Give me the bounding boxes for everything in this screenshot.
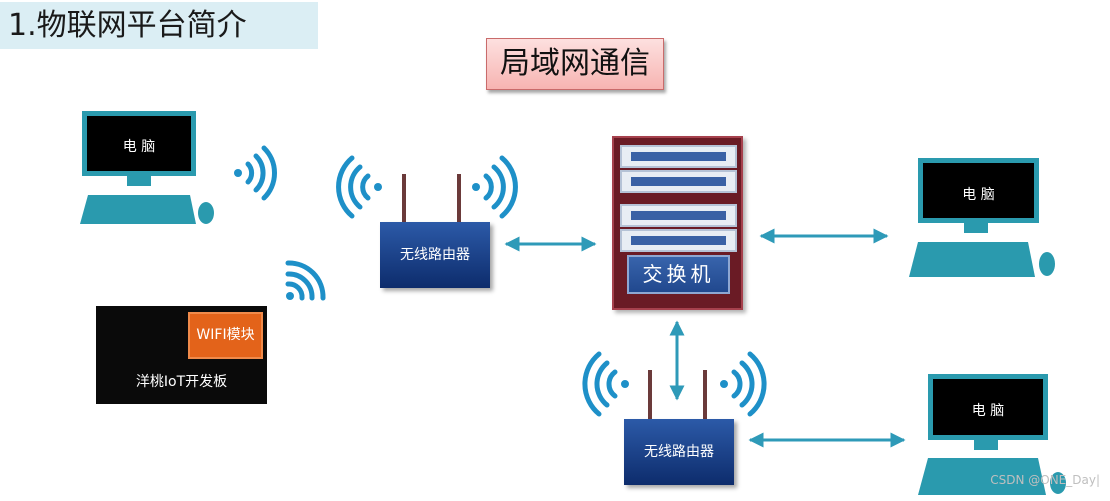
wifi-signal-icon-router-left-r xyxy=(472,155,518,219)
rack-slot-4 xyxy=(620,229,737,252)
wifi-signal-icon-router-bottom-r xyxy=(720,351,767,417)
wifi-module: WIFI模块 xyxy=(188,312,263,359)
computer-top-left-icon xyxy=(80,111,214,224)
computer-right-top-icon xyxy=(909,158,1055,277)
rack-slot-2 xyxy=(620,170,737,193)
watermark: CSDN @ONE_Day| xyxy=(990,473,1100,487)
router-bottom-antenna-1 xyxy=(648,370,652,420)
computer-right-bottom-label: 电 脑 xyxy=(971,403,1005,419)
computer-right-bottom-icon xyxy=(918,374,1066,495)
wifi-signal-icon-router-bottom-l xyxy=(582,351,629,417)
section-title: 1.物联网平台简介 xyxy=(0,2,318,49)
router-left-antenna-1 xyxy=(402,174,406,223)
wifi-signal-icon-left-computer xyxy=(234,145,277,201)
wifi-signal-icon-router-left-l xyxy=(336,155,382,219)
lan-title: 局域网通信 xyxy=(486,38,664,90)
rack-slot-3 xyxy=(620,204,737,227)
switch-label: 交换机 xyxy=(627,255,730,294)
rack-slot-1 xyxy=(620,145,737,168)
router-left-antenna-2 xyxy=(457,174,461,223)
router-bottom: 无线路由器 xyxy=(624,419,734,485)
wifi-signal-icon-board xyxy=(285,260,326,301)
computer-top-left-label: 电 脑 xyxy=(122,139,156,155)
computer-right-top-label: 电 脑 xyxy=(962,187,995,203)
router-left: 无线路由器 xyxy=(380,222,490,288)
router-bottom-antenna-2 xyxy=(703,370,707,420)
dev-board-label: 洋桃IoT开发板 xyxy=(135,374,228,390)
